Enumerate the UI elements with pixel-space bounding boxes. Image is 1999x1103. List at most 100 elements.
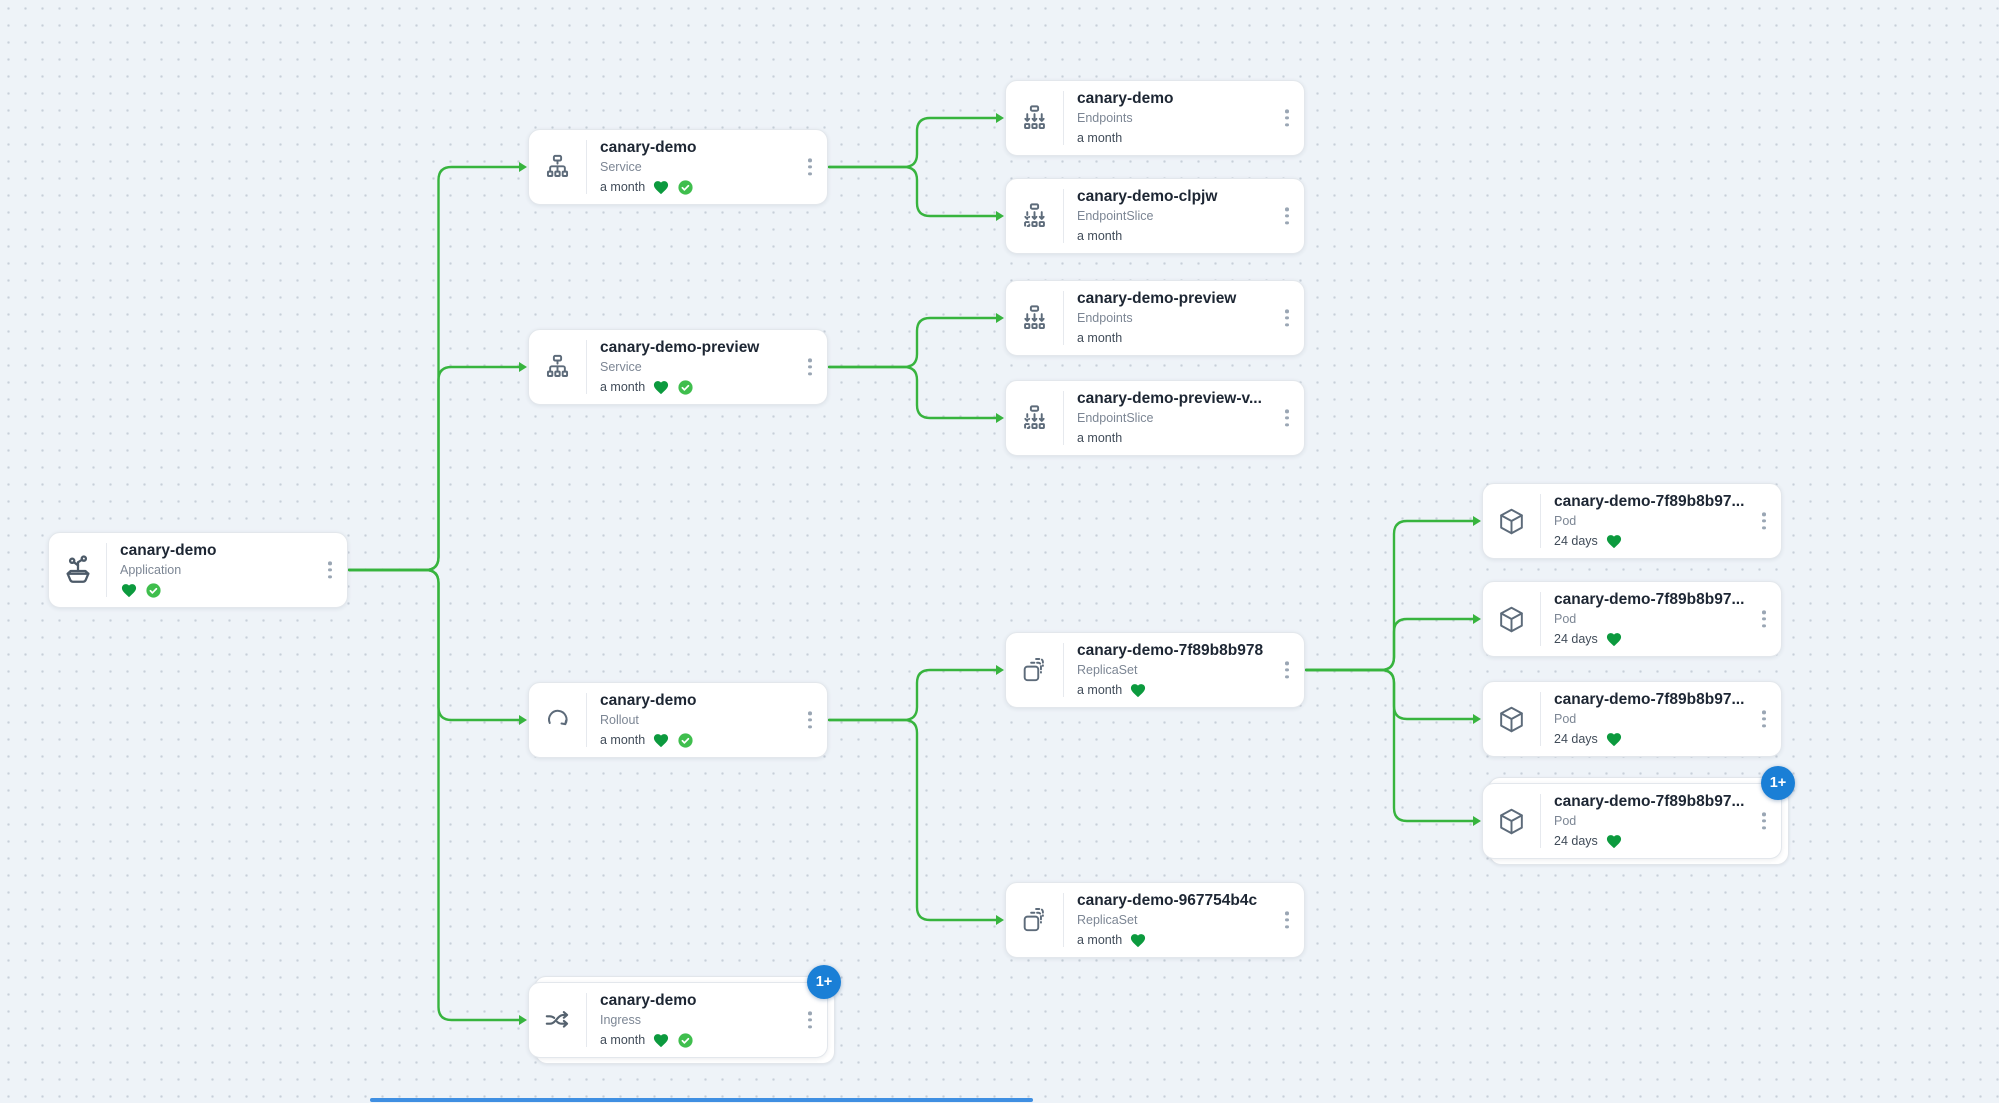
- service-icon: [529, 152, 586, 183]
- node-menu-button[interactable]: [1281, 203, 1293, 228]
- resource-name: canary-demo: [600, 139, 697, 156]
- endpoints-icon: [1006, 303, 1063, 334]
- node-menu-button[interactable]: [1758, 606, 1770, 631]
- healthy-heart-icon: [652, 1032, 670, 1049]
- healthy-heart-icon: [1129, 682, 1147, 699]
- node-menu-button[interactable]: [1281, 657, 1293, 682]
- card-divider: [106, 543, 107, 597]
- resource-age: a month: [1077, 131, 1123, 145]
- resource-name: canary-demo-7f89b8b97...: [1554, 793, 1745, 810]
- endpointslice-icon: [1006, 403, 1063, 434]
- edge-arrowhead: [996, 665, 1004, 675]
- node-menu-button[interactable]: [804, 707, 816, 732]
- tree-edge: [347, 165, 523, 572]
- healthy-heart-icon: [120, 582, 138, 599]
- tree-edge: [347, 365, 523, 572]
- node-menu-button[interactable]: [1758, 808, 1770, 833]
- edge-arrowhead: [996, 413, 1004, 423]
- edge-arrowhead: [1473, 614, 1481, 624]
- node-menu-button[interactable]: [1281, 105, 1293, 130]
- node-menu-button[interactable]: [804, 354, 816, 379]
- pod-icon: [1483, 806, 1540, 837]
- synced-check-icon: [677, 732, 694, 749]
- horizontal-scrollbar[interactable]: [370, 1098, 1033, 1102]
- edge-arrowhead: [519, 162, 527, 172]
- node-menu-button[interactable]: [1758, 706, 1770, 731]
- more-items-badge[interactable]: 1+: [807, 965, 841, 999]
- node-menu-button[interactable]: [1281, 405, 1293, 430]
- tree-edge: [347, 568, 523, 1022]
- replicaset-icon: [1006, 905, 1063, 936]
- resource-name: canary-demo: [1077, 90, 1174, 107]
- healthy-heart-icon: [1605, 631, 1623, 648]
- resource-age: a month: [600, 1033, 646, 1047]
- edge-arrowhead: [1473, 516, 1481, 526]
- node-menu-button[interactable]: [324, 557, 336, 582]
- node-menu-button[interactable]: [1281, 305, 1293, 330]
- resource-age: a month: [1077, 229, 1123, 243]
- resource-kind: EndpointSlice: [1077, 209, 1154, 223]
- card-divider: [1063, 91, 1064, 145]
- edge-arrowhead: [996, 313, 1004, 323]
- resource-kind: Endpoints: [1077, 311, 1133, 325]
- healthy-heart-icon: [1129, 932, 1147, 949]
- healthy-heart-icon: [1605, 533, 1623, 550]
- resource-kind: Service: [600, 360, 642, 374]
- card-divider: [1540, 592, 1541, 646]
- resource-name: canary-demo-7f89b8b97...: [1554, 493, 1745, 510]
- tree-edge: [1304, 668, 1477, 823]
- node-menu-button[interactable]: [804, 154, 816, 179]
- card-divider: [586, 340, 587, 394]
- resource-name: canary-demo-clpjw: [1077, 188, 1218, 205]
- node-menu-button[interactable]: [1758, 508, 1770, 533]
- synced-check-icon: [677, 1032, 694, 1049]
- resource-age: a month: [1077, 431, 1123, 445]
- card-divider: [586, 993, 587, 1047]
- endpoints-icon: [1006, 103, 1063, 134]
- more-items-badge[interactable]: 1+: [1761, 766, 1795, 800]
- edge-arrowhead: [1473, 816, 1481, 826]
- tree-edge: [347, 568, 523, 722]
- resource-name: canary-demo: [600, 692, 697, 709]
- node-menu-button[interactable]: [804, 1007, 816, 1032]
- tree-edge: [827, 718, 1000, 922]
- card-divider: [1540, 794, 1541, 848]
- pod-icon: [1483, 604, 1540, 635]
- resource-kind: ReplicaSet: [1077, 913, 1138, 927]
- resource-name: canary-demo-preview-v...: [1077, 390, 1262, 407]
- resource-kind: Ingress: [600, 1013, 641, 1027]
- node-menu-button[interactable]: [1281, 907, 1293, 932]
- card-divider: [1063, 893, 1064, 947]
- rollout-icon: [529, 705, 586, 735]
